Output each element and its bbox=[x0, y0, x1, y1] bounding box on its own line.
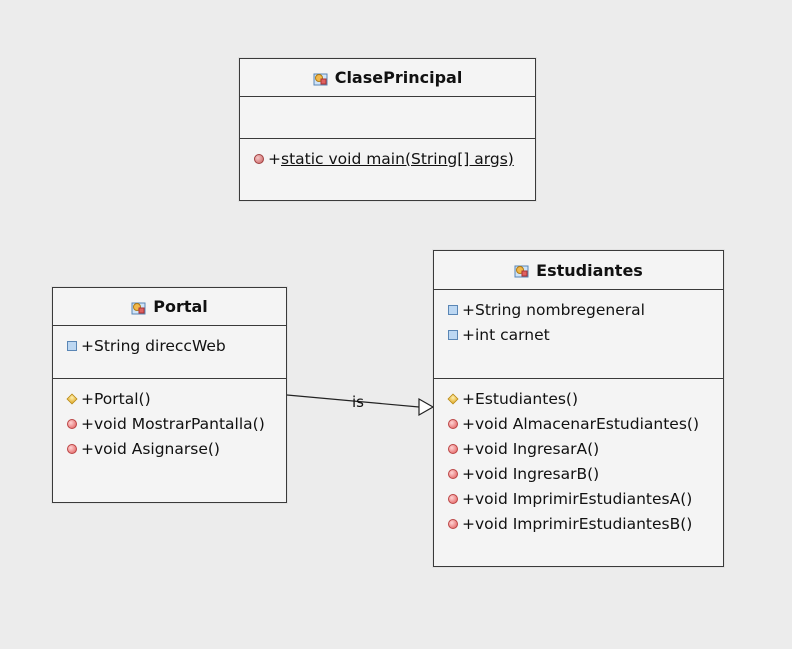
visibility-marker: + bbox=[81, 389, 94, 408]
field-icon bbox=[67, 340, 77, 351]
class-box-claseprincipal[interactable]: ClasePrincipal + static void main(String… bbox=[239, 58, 536, 201]
class-box-portal[interactable]: Portal + String direccWeb + Portal() + v… bbox=[52, 287, 287, 503]
attribute-carnet[interactable]: + int carnet bbox=[448, 322, 709, 347]
attributes-section bbox=[240, 97, 535, 139]
method-ingresarb[interactable]: + void IngresarB() bbox=[448, 461, 709, 486]
visibility-marker: + bbox=[81, 414, 94, 433]
class-icon bbox=[313, 71, 329, 85]
method-asignarse[interactable]: + void Asignarse() bbox=[67, 436, 272, 461]
method-signature: void MostrarPantalla() bbox=[94, 414, 265, 433]
method-signature: void IngresarA() bbox=[475, 439, 600, 458]
method-almacenarestudiantes[interactable]: + void AlmacenarEstudiantes() bbox=[448, 411, 709, 436]
field-icon bbox=[448, 304, 458, 315]
class-header: Estudiantes bbox=[434, 251, 723, 290]
visibility-marker: + bbox=[268, 149, 281, 168]
constructor-icon bbox=[66, 392, 78, 405]
method-portal[interactable]: + Portal() bbox=[66, 386, 272, 411]
attribute-nombregeneral[interactable]: + String nombregeneral bbox=[448, 297, 709, 322]
method-signature: void ImprimirEstudiantesB() bbox=[475, 514, 693, 533]
method-imprimirestudiantesb[interactable]: + void ImprimirEstudiantesB() bbox=[448, 511, 709, 536]
generalization-arrowhead bbox=[418, 397, 435, 417]
relation-label: is bbox=[352, 393, 364, 411]
method-signature: static void main(String[] args) bbox=[281, 149, 514, 168]
field-icon bbox=[448, 329, 458, 340]
method-signature: void IngresarB() bbox=[475, 464, 600, 483]
method-imprimirestudiantesa[interactable]: + void ImprimirEstudiantesA() bbox=[448, 486, 709, 511]
methods-section: + Estudiantes() + void AlmacenarEstudian… bbox=[434, 379, 723, 536]
methods-section: + static void main(String[] args) bbox=[240, 139, 535, 171]
visibility-marker: + bbox=[462, 439, 475, 458]
attribute-text: String nombregeneral bbox=[475, 300, 645, 319]
constructor-icon bbox=[447, 392, 459, 405]
visibility-marker: + bbox=[81, 336, 94, 355]
class-icon bbox=[514, 263, 530, 278]
visibility-marker: + bbox=[462, 300, 475, 319]
visibility-marker: + bbox=[81, 439, 94, 458]
class-name: Estudiantes bbox=[536, 260, 643, 280]
method-signature: void ImprimirEstudiantesA() bbox=[475, 489, 693, 508]
attribute-direccweb[interactable]: + String direccWeb bbox=[67, 333, 272, 358]
method-signature: Portal() bbox=[94, 389, 151, 408]
method-signature: void Asignarse() bbox=[94, 439, 220, 458]
class-header: Portal bbox=[53, 288, 286, 326]
class-header: ClasePrincipal bbox=[240, 59, 535, 97]
method-estudiantes[interactable]: + Estudiantes() bbox=[447, 386, 709, 411]
method-icon bbox=[448, 443, 458, 454]
attribute-text: String direccWeb bbox=[94, 336, 226, 355]
attribute-text: int carnet bbox=[475, 325, 550, 344]
methods-section: + Portal() + void MostrarPantalla() + vo… bbox=[53, 379, 286, 461]
visibility-marker: + bbox=[462, 325, 475, 344]
visibility-marker: + bbox=[462, 464, 475, 483]
visibility-marker: + bbox=[462, 389, 475, 408]
method-icon bbox=[448, 518, 458, 529]
visibility-marker: + bbox=[462, 414, 475, 433]
method-ingresara[interactable]: + void IngresarA() bbox=[448, 436, 709, 461]
class-name: Portal bbox=[153, 297, 208, 316]
method-signature: Estudiantes() bbox=[475, 389, 579, 408]
method-signature: void AlmacenarEstudiantes() bbox=[475, 414, 700, 433]
method-icon bbox=[67, 418, 77, 429]
attributes-section: + String nombregeneral + int carnet bbox=[434, 290, 723, 379]
method-icon bbox=[67, 443, 77, 454]
method-mostrarpantalla[interactable]: + void MostrarPantalla() bbox=[67, 411, 272, 436]
class-box-estudiantes[interactable]: Estudiantes + String nombregeneral + int… bbox=[433, 250, 724, 567]
class-name: ClasePrincipal bbox=[334, 68, 463, 87]
class-icon bbox=[131, 300, 147, 314]
visibility-marker: + bbox=[462, 489, 475, 508]
attributes-section: + String direccWeb bbox=[53, 326, 286, 379]
static-method-icon bbox=[254, 153, 264, 164]
method-main[interactable]: + static void main(String[] args) bbox=[254, 146, 521, 171]
method-icon bbox=[448, 493, 458, 504]
visibility-marker: + bbox=[462, 514, 475, 533]
method-icon bbox=[448, 418, 458, 429]
method-icon bbox=[448, 468, 458, 479]
